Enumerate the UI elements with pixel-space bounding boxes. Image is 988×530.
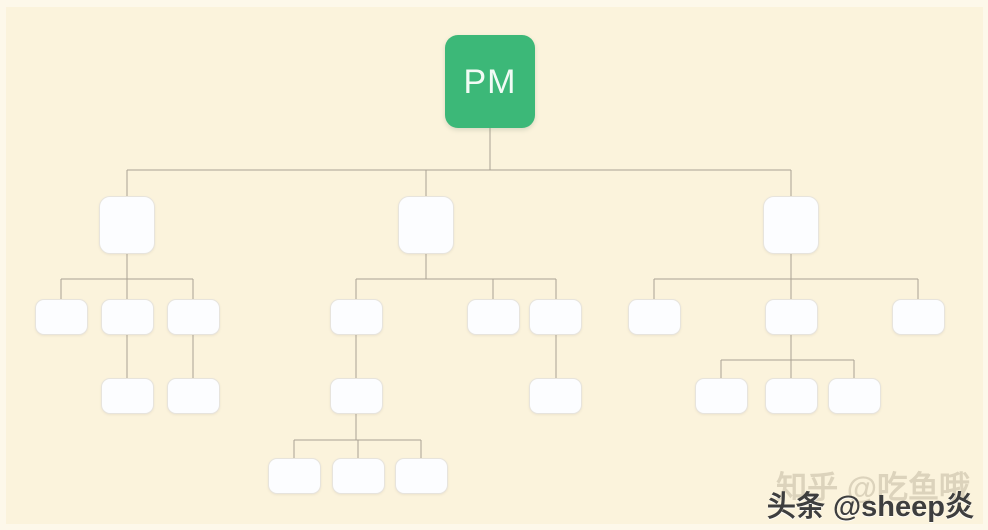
node-l5-b2[interactable] (332, 458, 385, 494)
node-l3-c2[interactable] (765, 299, 818, 335)
node-l5-b3[interactable] (395, 458, 448, 494)
canvas-edge-right (983, 0, 988, 530)
node-l2-c[interactable] (763, 196, 819, 254)
node-l3-c3[interactable] (892, 299, 945, 335)
node-l2-a[interactable] (99, 196, 155, 254)
node-l3-a3[interactable] (167, 299, 220, 335)
node-root-pm[interactable]: PM (445, 35, 535, 128)
node-l5-b1[interactable] (268, 458, 321, 494)
node-l4-b2[interactable] (529, 378, 582, 414)
canvas-edge-left (0, 0, 6, 530)
canvas-edge-bottom (0, 524, 988, 530)
node-l4-b1[interactable] (330, 378, 383, 414)
node-l2-b[interactable] (398, 196, 454, 254)
node-l4-c3[interactable] (828, 378, 881, 414)
node-l4-c2[interactable] (765, 378, 818, 414)
node-root-label: PM (463, 62, 517, 101)
node-l3-b1[interactable] (330, 299, 383, 335)
node-l4-c1[interactable] (695, 378, 748, 414)
node-l3-b3[interactable] (529, 299, 582, 335)
node-l3-a2[interactable] (101, 299, 154, 335)
watermark-text: 头条 @sheep炎 (766, 491, 974, 523)
watermark-ghost: 知乎 @吃鱼哦 (776, 470, 970, 505)
node-l3-b2[interactable] (467, 299, 520, 335)
node-l4-a2[interactable] (167, 378, 220, 414)
node-l3-a1[interactable] (35, 299, 88, 335)
canvas-edge-top (0, 0, 988, 7)
node-l3-c1[interactable] (628, 299, 681, 335)
watermark: 头条 @sheep炎 (767, 493, 974, 522)
node-l4-a1[interactable] (101, 378, 154, 414)
